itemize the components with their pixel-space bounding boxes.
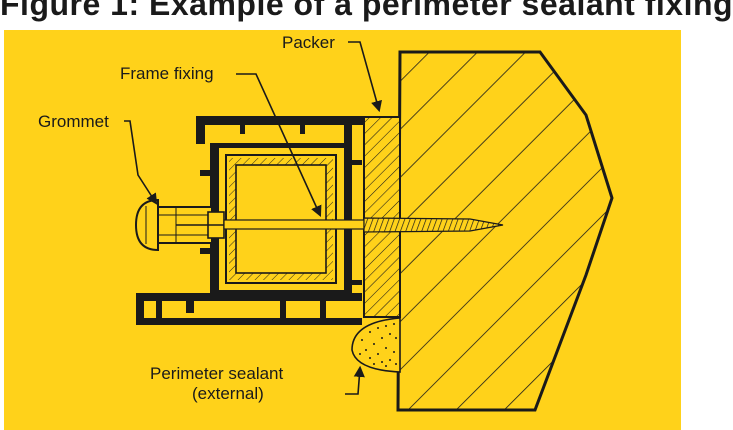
figure-title: Figure 1: Example of a perimeter sealant… — [0, 0, 733, 22]
perimeter-sealant-label-line1: Perimeter sealant — [150, 364, 284, 383]
packer-leader — [348, 41, 382, 113]
frame-fixing-label: Frame fixing — [120, 64, 214, 83]
wall-section — [396, 50, 614, 412]
packer-label: Packer — [282, 33, 335, 52]
grommet-label: Grommet — [38, 112, 109, 131]
frame-fixing-screw — [176, 217, 504, 233]
grommet-leader — [124, 120, 158, 205]
leader-lines — [124, 41, 382, 395]
perimeter-sealant-label-line2: (external) — [192, 384, 264, 403]
window-fixing-diagram — [124, 41, 614, 412]
figure-title-strip: Figure 1: Example of a perimeter sealant… — [0, 0, 733, 30]
reinforcement-box — [225, 154, 337, 284]
window-frame-profile — [136, 116, 364, 325]
frame-fixing-leader — [236, 73, 322, 218]
perimeter-sealant — [351, 317, 401, 373]
packer — [363, 116, 401, 318]
sealant-leader — [345, 365, 365, 395]
